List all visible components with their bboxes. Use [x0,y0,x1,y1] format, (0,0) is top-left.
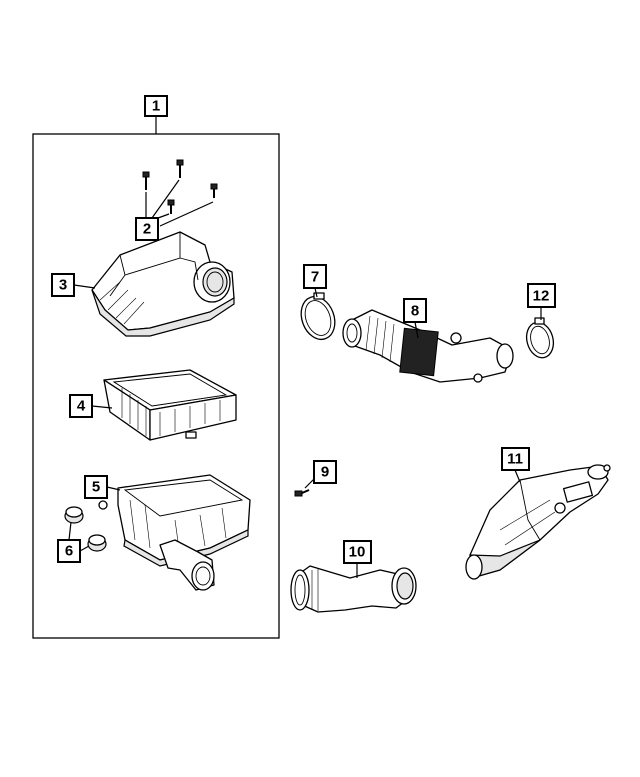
callout-1: 1 [144,95,168,117]
air-filter-part [103,369,237,441]
callout-12: 12 [527,283,556,308]
clamp-part-12 [525,317,555,359]
screws-part [142,159,218,214]
svg-text:3: 3 [59,277,67,294]
svg-text:5: 5 [92,479,100,496]
svg-text:4: 4 [77,398,86,415]
clamp-part [300,292,336,341]
callout-3: 3 [51,273,75,297]
screw-part-9 [294,489,310,497]
callout-2: 2 [135,217,159,241]
callout-9: 9 [313,460,337,484]
svg-text:11: 11 [507,451,523,468]
air-inlet-hose-part [342,309,514,383]
duct-part [290,565,417,613]
air-cleaner-cover-part [91,231,235,337]
svg-text:10: 10 [349,544,366,561]
svg-text:1: 1 [152,98,160,115]
callout-4: 4 [69,394,93,418]
air-cleaner-housing-part [98,474,251,591]
callout-8: 8 [403,298,427,323]
callout-6: 6 [57,539,81,563]
grommets-part [64,506,107,552]
svg-text:6: 6 [65,543,73,560]
callout-5: 5 [84,475,108,499]
air-inlet-duct-part [465,464,611,580]
callout-11: 11 [501,447,530,471]
svg-text:12: 12 [533,288,550,305]
svg-text:8: 8 [411,303,419,320]
callout-10: 10 [343,540,372,564]
svg-text:2: 2 [143,221,151,238]
svg-text:7: 7 [311,269,319,286]
callout-7: 7 [303,264,327,289]
svg-text:9: 9 [321,464,329,481]
